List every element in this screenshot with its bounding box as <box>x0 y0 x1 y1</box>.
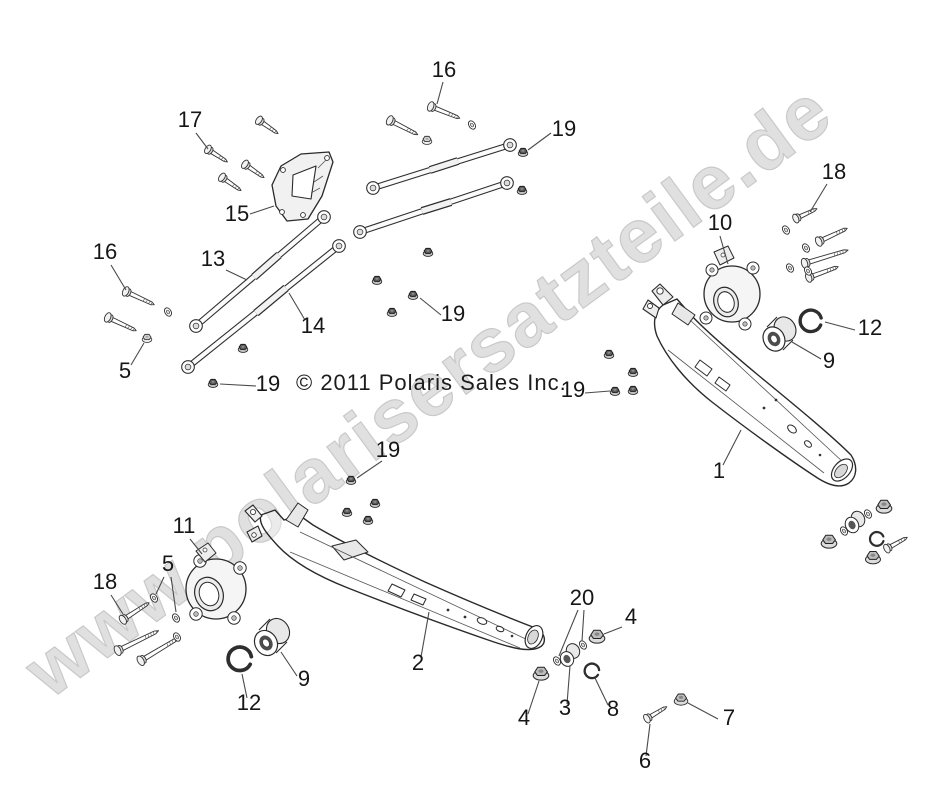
svg-text:4: 4 <box>518 705 530 730</box>
svg-text:6: 6 <box>639 748 651 773</box>
svg-text:16: 16 <box>93 239 117 264</box>
callout-4-left: 4 <box>518 680 540 730</box>
svg-text:19: 19 <box>561 377 585 402</box>
callout-18-right: 18 <box>809 159 846 213</box>
bolt-16 <box>425 100 463 124</box>
bolt-group-top-16 <box>384 100 478 145</box>
bolt-group-right-18 <box>780 203 851 284</box>
copyright-notice: © 2011 Polaris Sales Inc. <box>296 370 567 395</box>
callout-8: 8 <box>594 677 619 721</box>
callout-9-left: 9 <box>280 651 310 691</box>
callout-16-top: 16 <box>432 57 456 105</box>
part-radius-rod-14 <box>181 239 346 374</box>
svg-text:14: 14 <box>301 313 325 338</box>
callout-19-mid-b: 19 <box>561 377 611 402</box>
svg-text:13: 13 <box>201 246 225 271</box>
bottom-hardware-group <box>532 629 689 725</box>
part-trailing-arm-left-2 <box>244 502 546 651</box>
part-snap-ring-12-left <box>222 641 257 676</box>
svg-text:15: 15 <box>225 201 249 226</box>
svg-text:1: 1 <box>713 458 725 483</box>
svg-text:18: 18 <box>93 569 117 594</box>
callout-3: 3 <box>559 665 571 720</box>
callout-11: 11 <box>173 513 203 555</box>
callout-14: 14 <box>288 292 325 338</box>
bolt-group-left-16 <box>102 285 174 343</box>
part-mount-bracket-15 <box>271 151 334 222</box>
flange-nut-4-left <box>532 666 550 681</box>
svg-text:19: 19 <box>441 301 465 326</box>
callout-5-upper: 5 <box>119 342 145 383</box>
svg-text:12: 12 <box>858 315 882 340</box>
part-trailing-arm-right-1 <box>642 283 857 487</box>
callout-4-right: 4 <box>603 604 637 635</box>
flange-nut-7 <box>673 693 689 706</box>
bolt-group-top-left <box>202 114 282 195</box>
callout-2: 2 <box>412 611 430 675</box>
bushing-small <box>844 510 866 534</box>
callout-20: 20 <box>558 585 594 657</box>
parts-layer <box>102 100 910 725</box>
svg-text:12: 12 <box>237 690 261 715</box>
svg-text:16: 16 <box>432 57 456 82</box>
callout-15: 15 <box>225 201 275 226</box>
part-radius-rod-upper-rear <box>353 176 514 239</box>
svg-text:8: 8 <box>607 696 619 721</box>
part-bearing-carrier-10 <box>699 245 761 331</box>
callout-5-lower: 5 <box>155 551 177 613</box>
bolt-6 <box>641 702 670 725</box>
callout-18-left: 18 <box>93 569 124 615</box>
callouts-layer: 17 16 19 18 15 13 16 10 <box>93 57 882 773</box>
callout-19-mid-a: 19 <box>419 297 465 326</box>
svg-text:5: 5 <box>119 358 131 383</box>
svg-text:17: 17 <box>178 107 202 132</box>
callout-17: 17 <box>178 107 209 150</box>
svg-text:7: 7 <box>723 705 735 730</box>
part-bearing-carrier-11 <box>185 542 247 625</box>
callout-1: 1 <box>713 429 742 483</box>
callout-6: 6 <box>639 723 651 773</box>
bolt-18 <box>790 203 820 225</box>
svg-text:2: 2 <box>412 650 424 675</box>
flange-nut-4-right <box>588 629 606 644</box>
svg-text:18: 18 <box>822 159 846 184</box>
svg-text:19: 19 <box>552 116 576 141</box>
svg-text:5: 5 <box>162 551 174 576</box>
callout-13: 13 <box>201 246 248 281</box>
callout-19-top: 19 <box>527 116 576 151</box>
svg-text:9: 9 <box>823 348 835 373</box>
callout-19-left: 19 <box>219 371 280 396</box>
callout-16-left: 16 <box>93 239 127 291</box>
callout-12-left: 12 <box>237 673 261 715</box>
svg-text:3: 3 <box>559 695 571 720</box>
svg-text:19: 19 <box>376 437 400 462</box>
part-bearing-9-right <box>762 316 797 352</box>
svg-text:11: 11 <box>173 513 196 538</box>
callout-19-mid-c: 19 <box>356 437 400 479</box>
callout-10: 10 <box>708 210 732 265</box>
part-bearing-9-left <box>253 617 291 657</box>
svg-text:4: 4 <box>625 604 637 629</box>
callout-12-right: 12 <box>824 315 882 340</box>
part-radius-rod-13 <box>189 210 331 333</box>
bolt-16-left <box>120 285 157 310</box>
part-radius-rod-upper-front <box>366 138 517 195</box>
svg-text:9: 9 <box>298 666 310 691</box>
svg-text:19: 19 <box>256 371 280 396</box>
callout-9-right: 9 <box>791 341 835 373</box>
snap-ring-8 <box>581 660 603 682</box>
svg-text:10: 10 <box>708 210 732 235</box>
hardware-cluster-right <box>820 499 910 565</box>
callout-7: 7 <box>687 702 735 730</box>
bushing-3 <box>559 643 581 667</box>
part-snap-ring-12-right <box>796 306 826 336</box>
nut-5 <box>141 333 153 343</box>
svg-text:20: 20 <box>570 585 594 610</box>
